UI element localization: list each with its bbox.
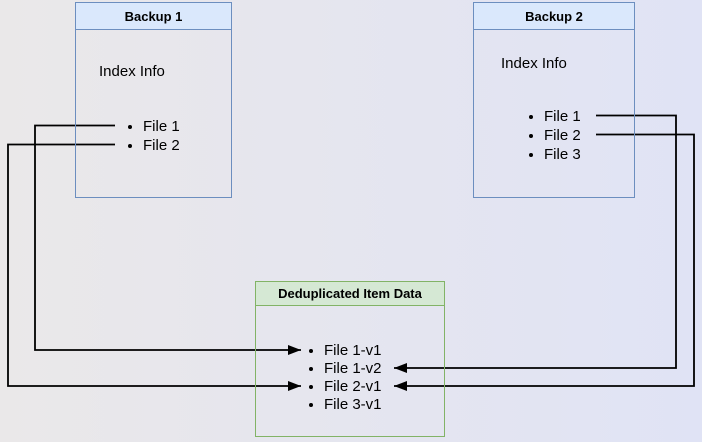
list-item: File 3-v1 bbox=[324, 396, 382, 414]
backup2-index-label: Index Info bbox=[501, 55, 567, 72]
backup1-title: Backup 1 bbox=[76, 3, 231, 30]
list-item: File 3 bbox=[544, 145, 581, 164]
backup1-box: Backup 1 Index Info File 1File 2 bbox=[75, 2, 232, 198]
dedup-item-list: File 1-v1File 1-v2File 2-v1File 3-v1 bbox=[306, 342, 382, 414]
list-item: File 2 bbox=[143, 136, 180, 155]
list-item: File 2 bbox=[544, 126, 581, 145]
backup2-box: Backup 2 Index Info File 1File 2File 3 bbox=[473, 2, 635, 198]
list-item: File 1 bbox=[544, 107, 581, 126]
dedup-box: Deduplicated Item Data File 1-v1File 1-v… bbox=[255, 281, 445, 437]
list-item: File 1-v2 bbox=[324, 360, 382, 378]
list-item: File 1 bbox=[143, 117, 180, 136]
dedup-title: Deduplicated Item Data bbox=[256, 282, 444, 306]
backup1-index-label: Index Info bbox=[99, 63, 165, 80]
backup2-file-list: File 1File 2File 3 bbox=[526, 107, 581, 164]
list-item: File 2-v1 bbox=[324, 378, 382, 396]
backup2-title: Backup 2 bbox=[474, 3, 634, 30]
list-item: File 1-v1 bbox=[324, 342, 382, 360]
backup1-file-list: File 1File 2 bbox=[125, 117, 180, 155]
